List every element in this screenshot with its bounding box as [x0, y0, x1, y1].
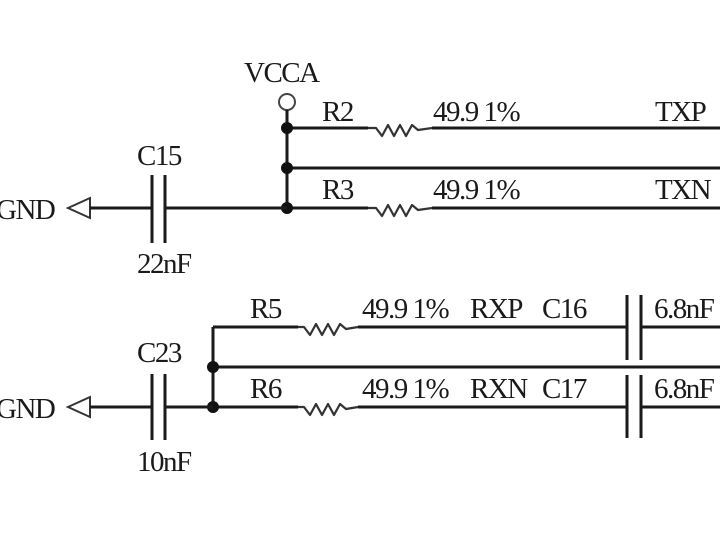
txp-net-label: TXP: [655, 96, 706, 128]
r5-ref-label: R5: [250, 293, 282, 325]
r6-value-label: 49.9 1%: [362, 373, 450, 405]
r6-ref-label: R6: [250, 373, 282, 405]
c16-ref-label: C16: [542, 293, 587, 325]
txn-net-label: TXN: [655, 174, 712, 206]
r3-ref-label: R3: [322, 174, 354, 206]
c23-ref-label: C23: [137, 337, 182, 369]
c15-ref-label: C15: [137, 140, 182, 172]
r2-value-label: 49.9 1%: [433, 96, 521, 128]
vcca-power-port-icon: [278, 93, 296, 111]
rxp-net-label: RXP: [470, 293, 522, 325]
gnd-label-2: GND: [0, 393, 55, 425]
r3-value-label: 49.9 1%: [433, 174, 521, 206]
junction-dot: [207, 361, 219, 373]
r2-ref-label: R2: [322, 96, 353, 128]
c23-value-label: 10nF: [137, 446, 192, 478]
vcca-label: VCCA: [244, 57, 320, 89]
r2-resistor-icon: [368, 123, 433, 138]
rxn-net-label: RXN: [470, 373, 528, 405]
r6-resistor-icon: [298, 402, 359, 417]
r5-value-label: 49.9 1%: [362, 293, 450, 325]
c17-value-label: 6.8nF: [654, 373, 715, 405]
gnd-label-1: GND: [0, 194, 55, 226]
r5-resistor-icon: [298, 322, 359, 337]
gnd-arrow-icon: [65, 196, 91, 220]
junction-dot: [281, 162, 293, 174]
c17-ref-label: C17: [542, 373, 587, 405]
gnd-arrow-icon: [65, 395, 91, 419]
c16-value-label: 6.8nF: [654, 293, 715, 325]
r3-resistor-icon: [368, 203, 433, 218]
c15-value-label: 22nF: [137, 248, 192, 280]
junction-dot: [281, 122, 293, 134]
